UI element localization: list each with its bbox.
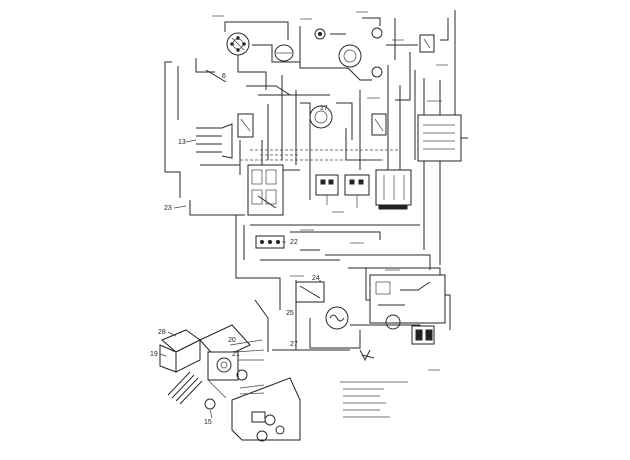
oil-pressure-gauge bbox=[274, 44, 294, 62]
relay-block-c bbox=[375, 169, 412, 210]
callout-19: 19 bbox=[150, 351, 158, 358]
indicator-lamp-top bbox=[314, 28, 326, 40]
callout-22: 22 bbox=[290, 239, 298, 246]
relay-block-b bbox=[344, 174, 370, 208]
alternator-symbol bbox=[325, 306, 349, 330]
callout-13: 13 bbox=[178, 139, 186, 146]
panel-exploded-view bbox=[159, 324, 301, 442]
callout-21: 21 bbox=[232, 351, 240, 358]
relay-top-right bbox=[419, 34, 435, 53]
voltage-regulator-right bbox=[371, 113, 387, 136]
terminal-strip-22 bbox=[255, 235, 285, 249]
callout-25: 25 bbox=[286, 310, 294, 317]
wiring-lower bbox=[189, 200, 451, 352]
legend-block bbox=[340, 381, 408, 418]
wiring-main bbox=[164, 10, 468, 265]
relay-block-a bbox=[315, 174, 339, 205]
relay-24 bbox=[295, 281, 325, 303]
voltage-regulator-left bbox=[237, 113, 254, 138]
ignition-switch-top bbox=[226, 32, 250, 56]
temperature-gauge bbox=[338, 44, 362, 68]
callout-23: 23 bbox=[164, 205, 172, 212]
callout-24: 24 bbox=[312, 275, 320, 282]
callout-15: 15 bbox=[204, 419, 212, 426]
label-scribbles bbox=[212, 11, 448, 371]
callout-28: 28 bbox=[158, 329, 166, 336]
sender-unit-top bbox=[371, 27, 383, 78]
callout-leaders bbox=[159, 139, 286, 419]
starter-motor bbox=[385, 314, 435, 345]
starter-relay-right bbox=[369, 274, 446, 324]
callout-6: 6 bbox=[222, 73, 226, 80]
fuse-block-center bbox=[247, 164, 284, 216]
callout-20: 20 bbox=[228, 337, 236, 344]
ground-symbol bbox=[359, 349, 375, 362]
callout-17: 17 bbox=[320, 105, 328, 112]
callout-27: 27 bbox=[290, 341, 298, 348]
